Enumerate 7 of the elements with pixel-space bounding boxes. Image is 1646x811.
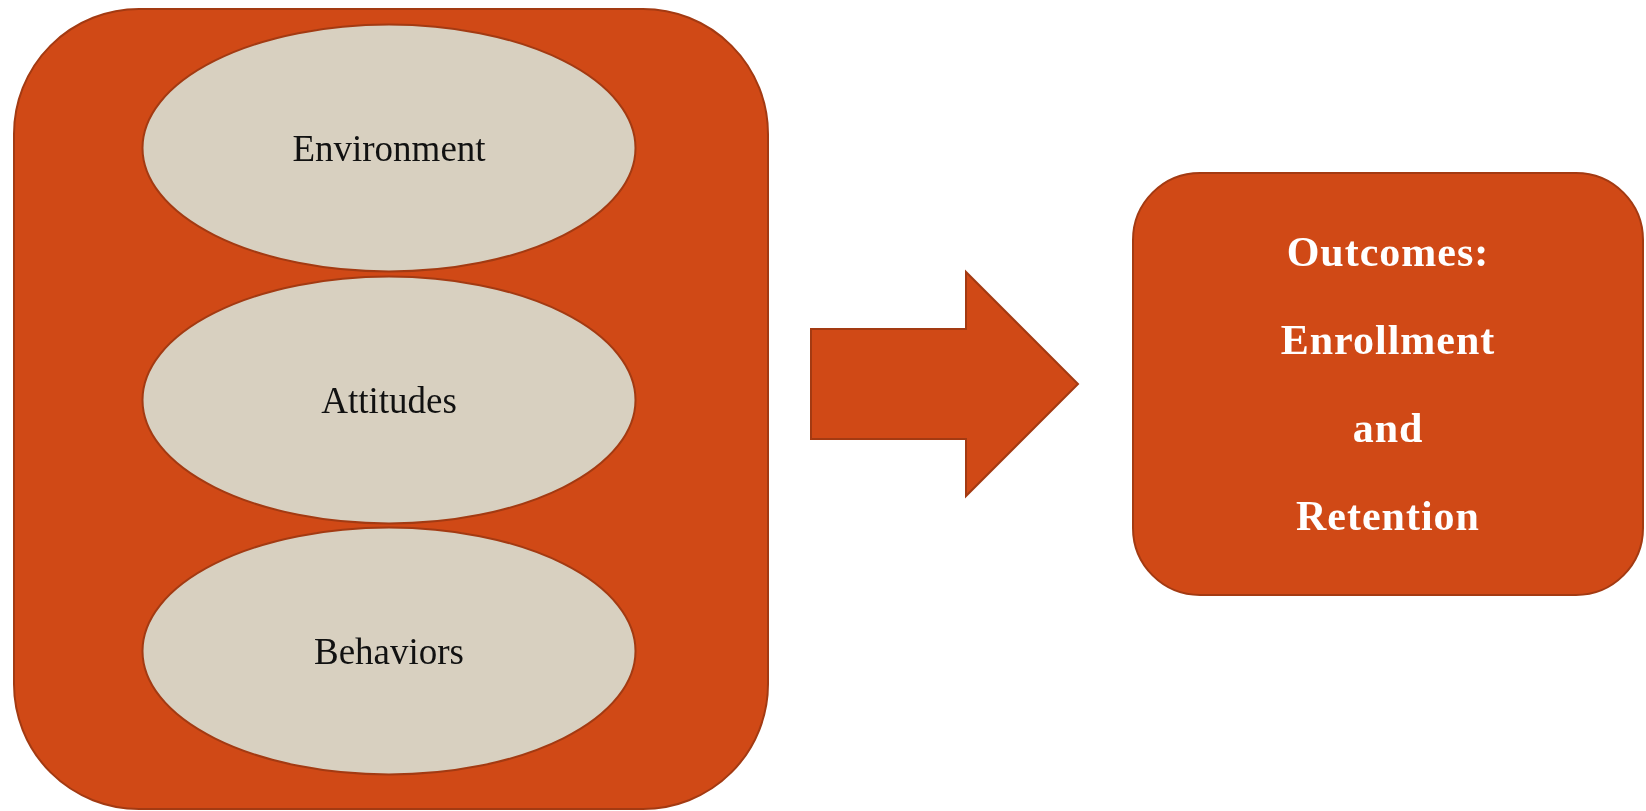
node-label: Attitudes	[320, 378, 458, 422]
block-arrow	[810, 269, 1080, 499]
outcome-label: Outcomes: Enrollment and Retention	[1279, 228, 1497, 541]
group-box	[13, 8, 769, 810]
node-label: Behaviors	[313, 629, 465, 673]
outcome-box	[1132, 172, 1644, 596]
node-label: Environment	[291, 126, 487, 170]
